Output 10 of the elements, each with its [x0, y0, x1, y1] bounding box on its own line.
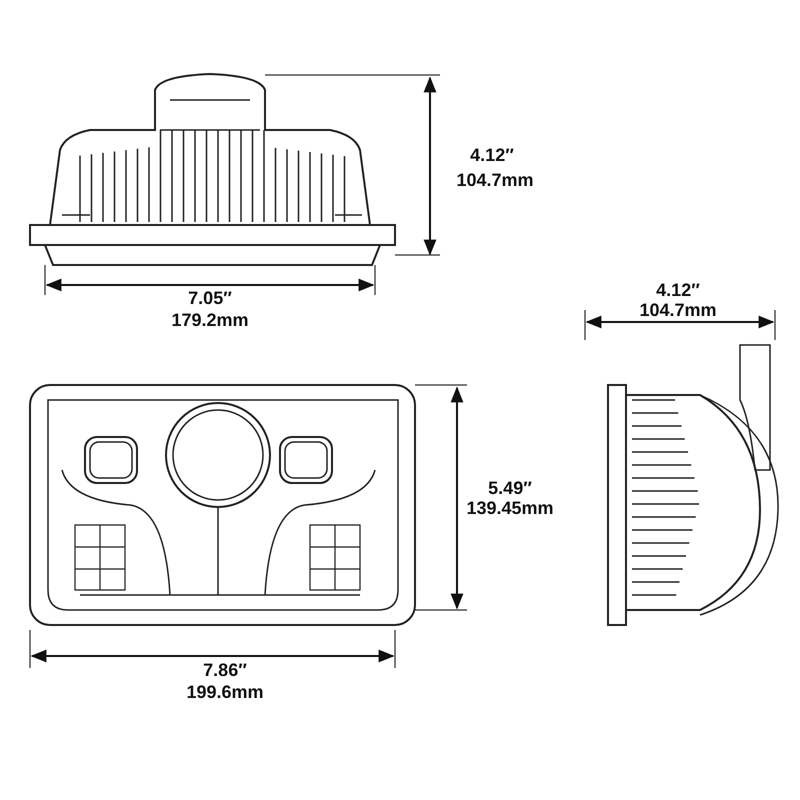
dimension-label: 104.7mm — [456, 170, 534, 190]
dimension-label: 5.49″ — [488, 478, 532, 498]
dimension-label: 179.2mm — [171, 310, 249, 330]
dimension-label: 4.12″ — [470, 145, 514, 165]
dimension-label: 139.45mm — [466, 498, 554, 518]
dimension-label: 199.6mm — [186, 682, 264, 702]
dimension-label: 4.12″ — [656, 280, 700, 300]
dimension-label: 7.86″ — [203, 660, 247, 680]
dimension-label: 7.05″ — [188, 288, 232, 308]
dimension-label: 104.7mm — [639, 300, 717, 320]
